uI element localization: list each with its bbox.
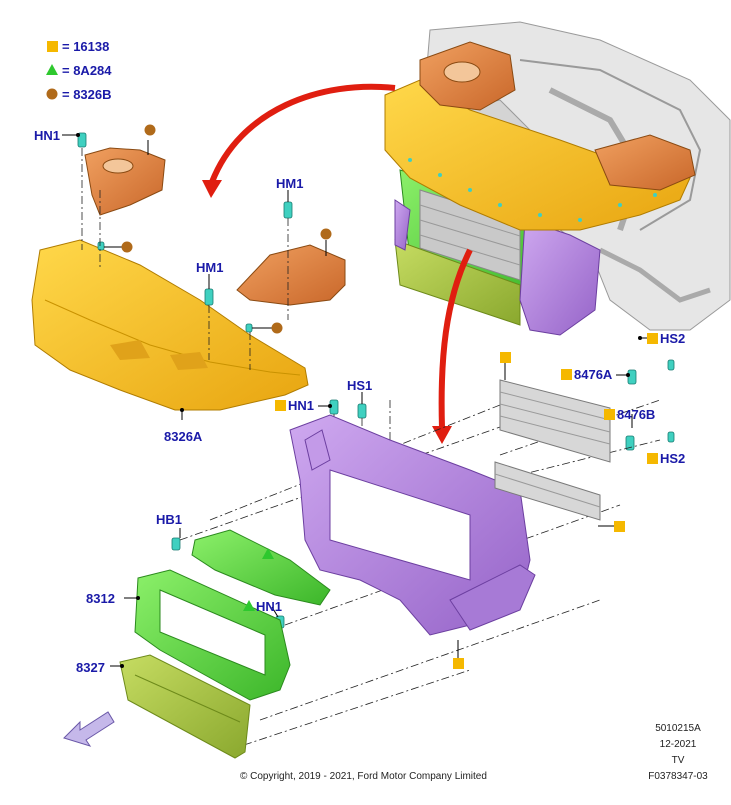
- callout-8326a: 8326A: [164, 429, 203, 444]
- callout-8312: 8312: [86, 591, 115, 606]
- marker-triangle-icon: [262, 548, 274, 559]
- orange-shield-left: [84, 147, 166, 216]
- hs2-bottom-square-icon: [647, 453, 658, 464]
- green-frame-8312: [134, 569, 291, 701]
- copyright-text: © Copyright, 2019 - 2021, Ford Motor Com…: [240, 771, 487, 782]
- legend-label-16138: = 16138: [62, 39, 109, 54]
- yellow-shield-8326a: [31, 239, 309, 411]
- legend: = 16138 = 8A284 = 8326B: [46, 39, 112, 102]
- marker-square-icon: [453, 658, 464, 669]
- marker-square-icon: [500, 352, 511, 363]
- callout-hs2-bottom: HS2: [660, 451, 685, 466]
- grey-shutter-lower: [494, 461, 601, 521]
- diagram-date: 12-2021: [660, 739, 697, 750]
- marker-circle-icon: [144, 124, 156, 136]
- diagram-tv: TV: [672, 755, 685, 766]
- marker-square-icon: [614, 521, 625, 532]
- orientation-arrow-icon: [63, 711, 115, 747]
- grey-shutter-upper: [499, 379, 611, 463]
- legend-square-icon: [47, 41, 58, 52]
- 8476a-square-icon: [561, 369, 572, 380]
- callout-hm1-a: HM1: [276, 176, 303, 191]
- callout-hb1: HB1: [156, 512, 182, 527]
- hs2-top-square-icon: [647, 333, 658, 344]
- purple-radiator-support: [289, 414, 536, 636]
- leader-dots: [76, 133, 642, 668]
- hn1-low-triangle-icon: [243, 600, 255, 611]
- marker-circle-icon: [121, 241, 133, 253]
- marker-circle-icon: [320, 228, 332, 240]
- legend-label-8326b: = 8326B: [62, 87, 112, 102]
- orange-shield-right: [236, 244, 346, 306]
- green-bracket-8a284: [191, 529, 331, 606]
- legend-label-8a284: = 8A284: [62, 63, 112, 78]
- olive-deflector-8327: [119, 654, 251, 759]
- legend-circle-icon: [46, 88, 58, 100]
- callout-8476b: 8476B: [617, 407, 655, 422]
- red-arrow-left: [202, 83, 396, 198]
- hn1-mid-square-icon: [275, 400, 286, 411]
- callout-8327: 8327: [76, 660, 105, 675]
- callout-hs1: HS1: [347, 378, 372, 393]
- diagram-figure-id: F0378347-03: [648, 771, 708, 782]
- diagram-code: 5010215A: [655, 723, 701, 734]
- callout-hn1-mid: HN1: [288, 398, 314, 413]
- callout-hn1-low: HN1: [256, 599, 282, 614]
- marker-circle-icon: [271, 322, 283, 334]
- 8476b-square-icon: [604, 409, 615, 420]
- part-markers: [121, 124, 625, 669]
- callout-8476a: 8476A: [574, 367, 613, 382]
- red-arrow-down: [432, 248, 473, 444]
- footer: © Copyright, 2019 - 2021, Ford Motor Com…: [240, 723, 708, 782]
- callout-labels: HN1 HM1 HM1 8326A HN1 HS1 HS2 8476A 8476…: [34, 128, 685, 675]
- legend-triangle-icon: [46, 64, 58, 75]
- callout-hs2-top: HS2: [660, 331, 685, 346]
- vehicle-context-view: [384, 21, 731, 336]
- callout-hm1-b: HM1: [196, 260, 223, 275]
- callout-hn1-top: HN1: [34, 128, 60, 143]
